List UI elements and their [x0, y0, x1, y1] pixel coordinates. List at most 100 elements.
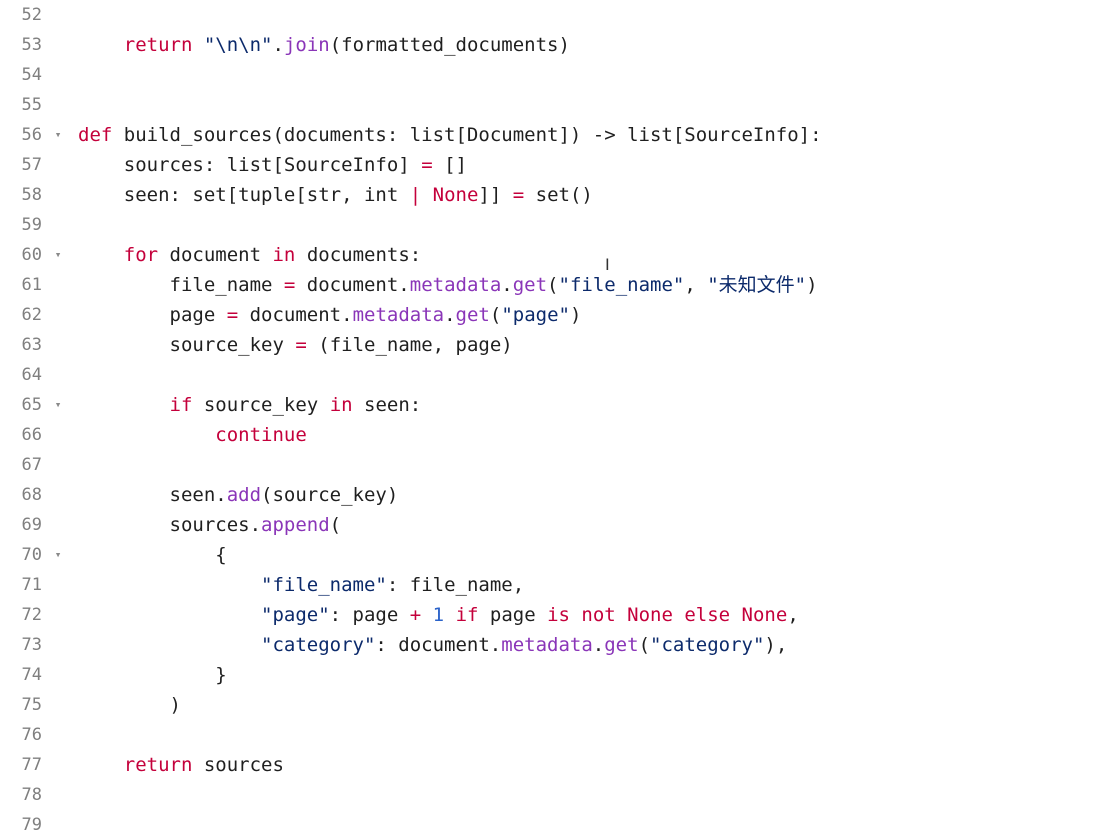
line-number: 62: [21, 305, 42, 325]
code-line[interactable]: 63 source_key = (file_name, page): [0, 330, 1096, 360]
code-line[interactable]: 52: [0, 0, 1096, 30]
code-token: return: [123, 34, 193, 56]
code-line[interactable]: 75 ): [0, 690, 1096, 720]
code-line[interactable]: 58 seen: set[tuple[str, int | None]] = s…: [0, 180, 1096, 210]
code-token: .: [444, 304, 456, 326]
code-line[interactable]: 70▾ {: [0, 540, 1096, 570]
code-token: "category": [261, 634, 376, 656]
code-token: metadata: [501, 634, 593, 656]
code-token: metadata: [409, 274, 502, 296]
code-token: "page": [261, 604, 330, 626]
code-text: page = document.metadata.get("page"): [78, 300, 582, 330]
code-line[interactable]: 66 continue: [0, 420, 1096, 450]
code-line[interactable]: 65 ▾ if source_key in seen:: [0, 390, 1096, 420]
code-line[interactable]: 74 }: [0, 660, 1096, 690]
line-number: 68: [21, 485, 42, 505]
line-number: 60: [21, 245, 42, 265]
code-token: seen.: [169, 484, 227, 506]
code-token: (file_name, page): [306, 334, 513, 356]
code-text: ): [78, 690, 181, 720]
code-text: "category": document.metadata.get("categ…: [78, 630, 787, 660]
code-text: seen.add(source_key): [78, 480, 399, 510]
fold-arrow-icon[interactable]: ▾: [54, 398, 62, 411]
code-token: (: [489, 304, 502, 326]
line-number: 61: [21, 275, 42, 295]
code-token: in: [329, 394, 353, 416]
code-line[interactable]: 79: [0, 810, 1096, 840]
code-token: sources.: [169, 514, 262, 536]
code-token: =: [295, 334, 307, 356]
code-line[interactable]: 72 "page": page + 1 if page is not None …: [0, 600, 1096, 630]
code-token: =: [421, 154, 433, 176]
code-token: =: [283, 274, 296, 296]
code-token: : document.: [375, 634, 502, 656]
code-token: seen: set[tuple[str, int: [123, 184, 410, 206]
code-token: ,: [684, 274, 708, 296]
code-text: {: [78, 540, 226, 570]
code-token: source_key: [169, 334, 296, 356]
code-line[interactable]: 76: [0, 720, 1096, 750]
line-number: 59: [21, 215, 42, 235]
code-line[interactable]: 73 "category": document.metadata.get("ca…: [0, 630, 1096, 660]
code-text: file_name = document.metadata.get("file_…: [78, 270, 818, 300]
code-line[interactable]: 54: [0, 60, 1096, 90]
code-token: page: [169, 304, 227, 326]
code-line[interactable]: 62 page = document.metadata.get("page"): [0, 300, 1096, 330]
code-line[interactable]: 64: [0, 360, 1096, 390]
code-line[interactable]: 71 "file_name": file_name,: [0, 570, 1096, 600]
code-token: append: [261, 514, 330, 536]
code-token: return: [123, 754, 193, 776]
fold-arrow-icon[interactable]: ▾: [54, 248, 62, 261]
code-line[interactable]: 68 seen.add(source_key): [0, 480, 1096, 510]
code-token: .: [272, 34, 284, 56]
fold-arrow-icon[interactable]: ▾: [54, 128, 62, 141]
code-line[interactable]: 69 sources.append(: [0, 510, 1096, 540]
line-number: 52: [21, 5, 42, 25]
code-token: sources: [192, 754, 284, 776]
line-number: 76: [21, 725, 42, 745]
code-line[interactable]: 59: [0, 210, 1096, 240]
line-number: 71: [21, 575, 42, 595]
code-line[interactable]: 57 sources: list[SourceInfo] = []: [0, 150, 1096, 180]
code-token: set(): [524, 184, 593, 206]
code-token: get: [512, 274, 548, 296]
line-number: 54: [21, 65, 42, 85]
fold-arrow-icon[interactable]: ▾: [54, 548, 62, 561]
code-line[interactable]: 53 return "\n\n".join(formatted_document…: [0, 30, 1096, 60]
code-line[interactable]: 60▾ for document in documents:: [0, 240, 1096, 270]
code-text: if source_key in seen:: [78, 390, 422, 420]
code-line[interactable]: 77 return sources: [0, 750, 1096, 780]
code-text: return "\n\n".join(formatted_documents): [78, 30, 570, 60]
code-line[interactable]: 56 ▾ def build_sources(documents: list[Doc…: [0, 120, 1096, 150]
code-token: [192, 34, 203, 56]
code-text: source_key = (file_name, page): [78, 330, 513, 360]
code-token: None: [432, 184, 479, 206]
code-token: ): [569, 304, 582, 326]
line-number: 79: [21, 815, 42, 835]
code-token: continue: [215, 424, 307, 446]
code-token: 1: [432, 604, 445, 626]
code-text: sources.append(: [78, 510, 342, 540]
code-token: ]]: [478, 184, 513, 206]
code-token: def: [78, 124, 113, 146]
line-number: 66: [21, 425, 42, 445]
code-token: list[SourceInfo]:: [615, 124, 822, 146]
code-token: sources: list[SourceInfo]: [123, 154, 422, 176]
code-line[interactable]: 61 file_name = document.metadata.get("fi…: [0, 270, 1096, 300]
line-number: 56: [21, 125, 42, 145]
code-line[interactable]: 55: [0, 90, 1096, 120]
line-number: 65: [21, 395, 42, 415]
code-text: "file_name": file_name,: [78, 570, 524, 600]
code-line[interactable]: 78: [0, 780, 1096, 810]
line-number: 55: [21, 95, 42, 115]
code-token: }: [215, 664, 227, 686]
code-token: .: [501, 274, 513, 296]
code-token: ): [806, 274, 818, 296]
code-token: document.: [238, 304, 353, 326]
code-token: seen:: [352, 394, 422, 416]
line-number: 57: [21, 155, 42, 175]
code-line[interactable]: 67: [0, 450, 1096, 480]
code-token: build_sources(documents: list[Document]): [112, 124, 593, 146]
code-token: if: [169, 394, 193, 416]
